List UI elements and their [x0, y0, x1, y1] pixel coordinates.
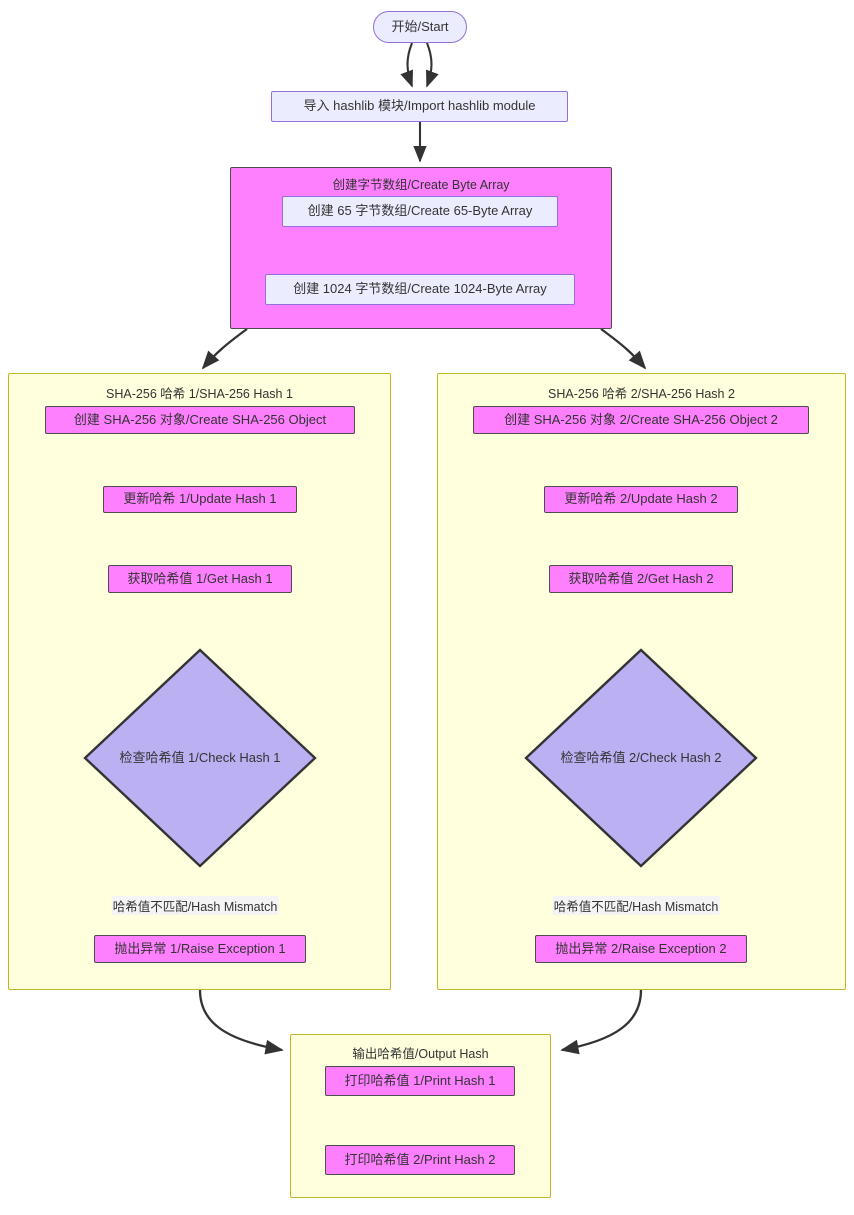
- node-label: 获取哈希值 2/Get Hash 2: [568, 570, 714, 586]
- node-raise-exception-2[interactable]: 抛出异常 2/Raise Exception 2: [535, 935, 747, 963]
- node-print-hash-2[interactable]: 打印哈希值 2/Print Hash 2: [325, 1145, 515, 1175]
- node-create-sha256-object-1[interactable]: 创建 SHA-256 对象/Create SHA-256 Object: [45, 406, 355, 434]
- node-start[interactable]: 开始/Start: [373, 11, 467, 43]
- edge-start-to-import-b: [426, 42, 439, 88]
- node-label: 更新哈希 1/Update Hash 1: [123, 491, 277, 507]
- edge-hash2-to-output: [560, 989, 643, 1055]
- node-check-hash-2[interactable]: 检查哈希值 2/Check Hash 2: [524, 648, 758, 868]
- cluster-title-sha256-hash-1: SHA-256 哈希 1/SHA-256 Hash 1: [106, 387, 293, 401]
- node-raise-exception-1[interactable]: 抛出异常 1/Raise Exception 1: [94, 935, 306, 963]
- node-label: 更新哈希 2/Update Hash 2: [564, 491, 718, 507]
- node-label: 打印哈希值 1/Print Hash 1: [344, 1072, 496, 1088]
- edge-bytearray-to-hash2: [600, 328, 647, 370]
- node-update-hash-1[interactable]: 更新哈希 1/Update Hash 1: [103, 486, 297, 513]
- node-get-hash-2[interactable]: 获取哈希值 2/Get Hash 2: [549, 565, 733, 593]
- diamond-shape-icon: [83, 648, 317, 868]
- node-label: 创建 1024 字节数组/Create 1024-Byte Array: [293, 281, 547, 297]
- cluster-title-create-byte-array: 创建字节数组/Create Byte Array: [332, 178, 510, 192]
- cluster-title-output-hash: 输出哈希值/Output Hash: [352, 1047, 489, 1061]
- node-label: 开始/Start: [391, 18, 449, 34]
- edge-start-to-import-a: [400, 42, 413, 88]
- edge-label-hash-mismatch-2: 哈希值不匹配/Hash Mismatch: [552, 896, 720, 915]
- node-create-1024-byte-array[interactable]: 创建 1024 字节数组/Create 1024-Byte Array: [265, 274, 575, 305]
- node-label: 打印哈希值 2/Print Hash 2: [344, 1151, 496, 1167]
- node-create-sha256-object-2[interactable]: 创建 SHA-256 对象 2/Create SHA-256 Object 2: [473, 406, 809, 434]
- node-label: 抛出异常 1/Raise Exception 1: [114, 940, 286, 956]
- node-check-hash-1[interactable]: 检查哈希值 1/Check Hash 1: [83, 648, 317, 868]
- node-print-hash-1[interactable]: 打印哈希值 1/Print Hash 1: [325, 1066, 515, 1096]
- edge-label-hash-mismatch-1: 哈希值不匹配/Hash Mismatch: [111, 896, 279, 915]
- node-label: 创建 SHA-256 对象 2/Create SHA-256 Object 2: [504, 411, 778, 427]
- node-update-hash-2[interactable]: 更新哈希 2/Update Hash 2: [544, 486, 738, 513]
- node-label: 创建 65 字节数组/Create 65-Byte Array: [307, 203, 533, 219]
- edge-hash1-to-output: [198, 989, 284, 1055]
- node-label: 创建 SHA-256 对象/Create SHA-256 Object: [73, 411, 327, 427]
- edge-bytearray-to-hash1: [201, 328, 248, 370]
- node-get-hash-1[interactable]: 获取哈希值 1/Get Hash 1: [108, 565, 292, 593]
- node-import-hashlib-module[interactable]: 导入 hashlib 模块/Import hashlib module: [271, 91, 568, 122]
- node-label: 获取哈希值 1/Get Hash 1: [127, 570, 273, 586]
- cluster-title-sha256-hash-2: SHA-256 哈希 2/SHA-256 Hash 2: [548, 387, 735, 401]
- node-create-65-byte-array[interactable]: 创建 65 字节数组/Create 65-Byte Array: [282, 196, 558, 227]
- node-label: 检查哈希值 1/Check Hash 1: [119, 749, 281, 765]
- node-label: 抛出异常 2/Raise Exception 2: [555, 940, 727, 956]
- node-label: 检查哈希值 2/Check Hash 2: [560, 749, 722, 765]
- diamond-shape-icon: [524, 648, 758, 868]
- node-label: 导入 hashlib 模块/Import hashlib module: [303, 98, 536, 114]
